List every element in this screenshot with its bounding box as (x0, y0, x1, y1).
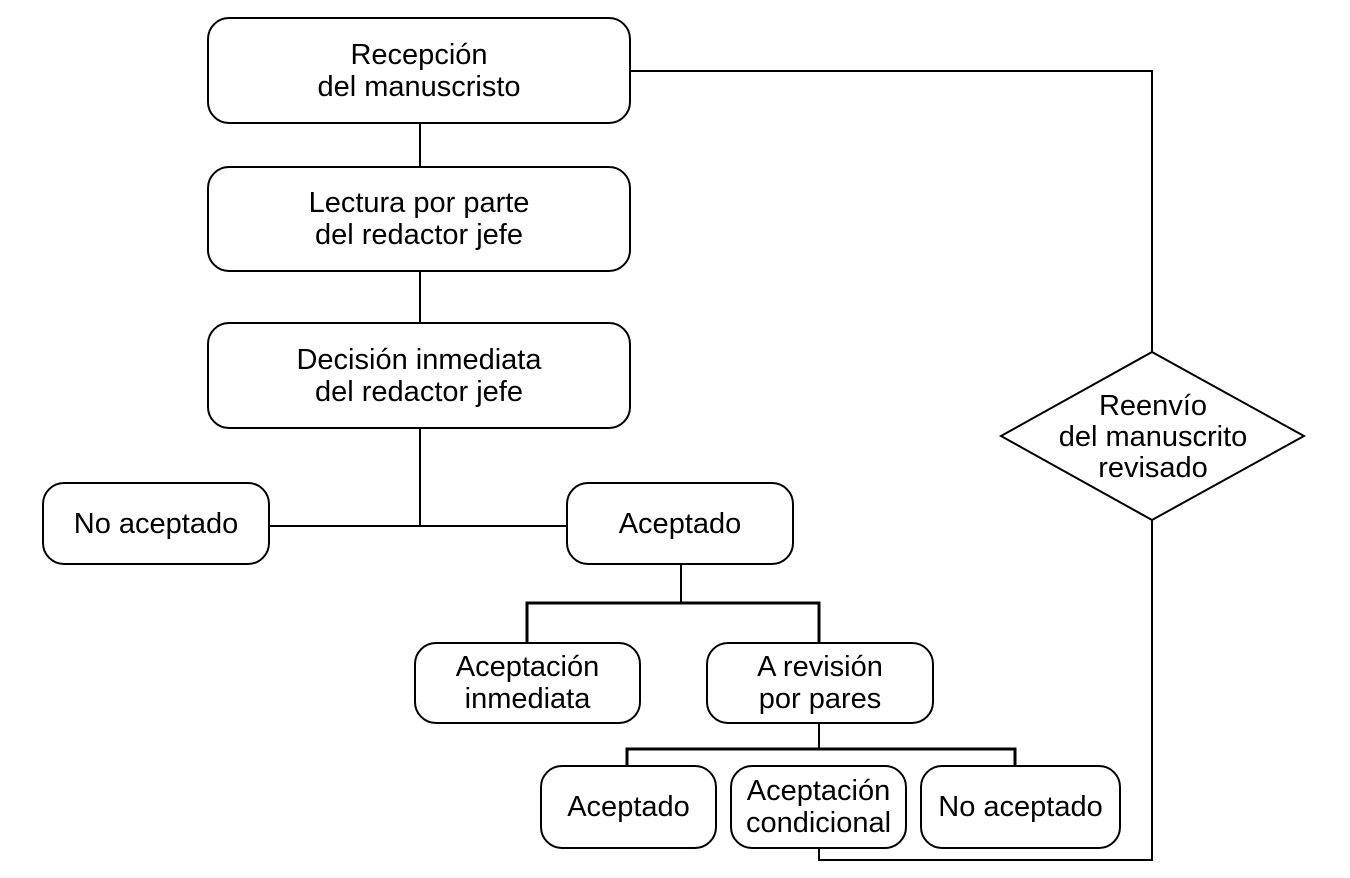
node-immediate-acceptance-line2: inmediata (464, 683, 591, 715)
node-resubmission-line2: del manuscrito (1058, 420, 1248, 453)
node-immediate-acceptance: Aceptación inmediata (414, 642, 641, 724)
node-editor-decision-line1: Decisión inmediata (296, 343, 542, 376)
node-peer-review-line1: A revisión (757, 651, 883, 683)
node-conditional-acceptance: Aceptación condicional (730, 765, 907, 849)
node-editor-decision-line2: del redactor jefe (315, 375, 523, 408)
connector-conditional-resubmission (818, 520, 1153, 861)
node-reception: Recepción del manuscristo (207, 17, 631, 124)
connector-resubmission-reception (630, 70, 1153, 353)
node-conditional-acceptance-line1: Aceptación (746, 775, 891, 807)
node-peer-review: A revisión por pares (706, 642, 934, 724)
node-review-not-accepted: No aceptado (920, 765, 1121, 849)
node-editor-decision: Decisión inmediata del redactor jefe (207, 322, 631, 429)
connector-peer-review-split (625, 747, 1017, 766)
node-not-accepted-label: No aceptado (73, 507, 239, 540)
node-resubmission-line3: revisado (1098, 451, 1208, 484)
node-review-not-accepted-label: No aceptado (938, 791, 1103, 823)
node-immediate-acceptance-line1: Aceptación (455, 651, 600, 683)
node-accepted: Aceptado (566, 482, 794, 565)
node-editor-reading: Lectura por parte del redactor jefe (207, 166, 631, 272)
node-reception-line2: del manuscristo (317, 70, 521, 103)
node-accepted-label: Aceptado (618, 507, 742, 540)
node-review-accepted-label: Aceptado (567, 791, 690, 823)
node-resubmission-label: Reenvío del manuscrito revisado (1002, 352, 1304, 522)
node-editor-reading-line1: Lectura por parte (308, 187, 530, 219)
node-not-accepted: No aceptado (42, 482, 270, 565)
node-conditional-acceptance-line2: condicional (745, 807, 892, 839)
resubmission-diamond (998, 350, 1307, 522)
node-resubmission-line1: Reenvío (1098, 389, 1207, 422)
node-peer-review-line2: por pares (758, 683, 882, 715)
node-reception-line1: Recepción (350, 38, 488, 71)
node-review-accepted: Aceptado (540, 765, 717, 849)
node-editor-reading-line2: del redactor jefe (315, 219, 523, 251)
connector-accepted-split (525, 601, 821, 643)
